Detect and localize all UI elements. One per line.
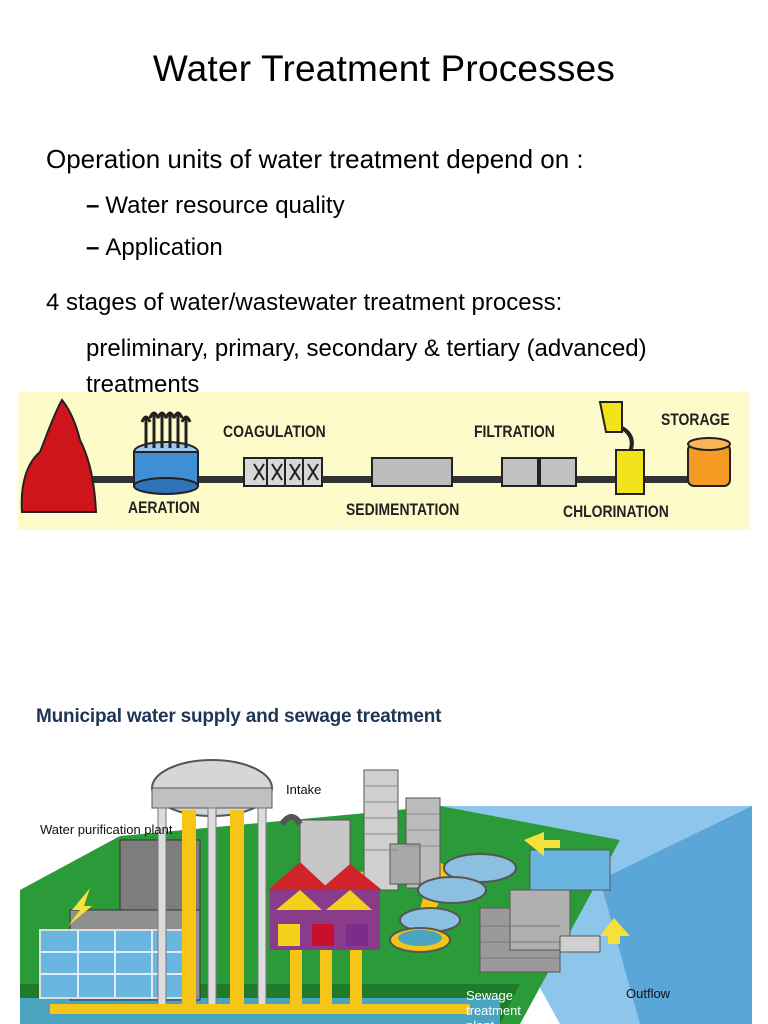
label-coagulation: COAGULATION [223, 422, 326, 441]
sub-bullet-water-quality: –Water resource quality [86, 192, 345, 220]
aeration-spray-icon [140, 411, 192, 448]
arrow-icon [524, 832, 560, 856]
water-tower [151, 759, 273, 1009]
label-intake: Intake [286, 782, 322, 797]
flow-arrows [68, 832, 630, 944]
label-storage: STORAGE [661, 410, 730, 429]
label-sewage-treatment-plant: Sewage treatment plant [466, 988, 521, 1024]
water-source-icon [20, 398, 98, 513]
municipal-graphic [20, 759, 752, 1024]
arrow-icon [600, 918, 630, 944]
label-sedimentation: SEDIMENTATION [346, 500, 460, 519]
bullet-operation-units: Operation units of water treatment depen… [46, 144, 584, 174]
mixer-icon [253, 458, 319, 486]
river-water-deep [600, 806, 752, 1024]
label-aeration: AERATION [128, 498, 200, 517]
houses [268, 862, 382, 950]
label-outflow: Outflow [626, 986, 671, 1001]
dash-marker: – [86, 234, 100, 261]
sub-bullet-application: –Application [86, 234, 223, 262]
sub-bullet-text: Water resource quality [105, 192, 345, 219]
flow-diagram-graphic [20, 398, 731, 513]
filtration-tanks [501, 457, 577, 487]
sub-bullet-text: Application [105, 234, 223, 261]
treatment-flow-diagram: COAGULATION FILTRATION STORAGE AERATION … [18, 392, 750, 530]
bullet-four-stages: 4 stages of water/wastewater treatment p… [46, 289, 563, 316]
label-filtration: FILTRATION [474, 422, 555, 441]
sedimentation-tank [371, 457, 453, 487]
aeration-unit [133, 411, 199, 495]
coagulation-tank [243, 457, 323, 487]
label-water-purification-plant: Water purification plant [40, 822, 173, 837]
label-chlorination: CHLORINATION [563, 502, 669, 521]
intake-pipe [279, 814, 303, 826]
bullet-four-stages-detail: preliminary, primary, secondary & tertia… [86, 335, 647, 398]
storage-tank [687, 437, 731, 487]
chlorination-unit [598, 401, 645, 495]
clarifier-tanks [389, 849, 611, 953]
arrow-icon [68, 888, 92, 926]
municipal-illustration: Water purification plant Intake Outflow … [0, 740, 768, 1024]
slide-title: Water Treatment Processes [152, 48, 616, 89]
sewage-building [479, 889, 601, 973]
dash-marker: – [86, 192, 100, 219]
municipal-title: Municipal water supply and sewage treatm… [36, 706, 442, 727]
